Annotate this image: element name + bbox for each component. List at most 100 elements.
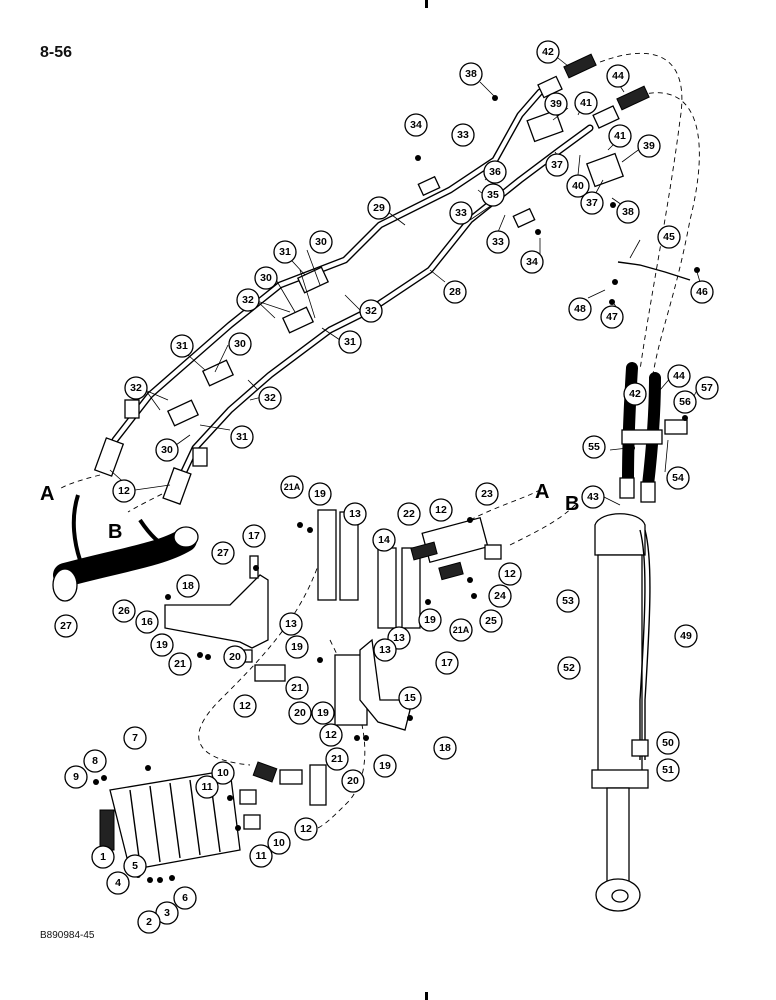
callout-37-right: 37 [580,191,604,215]
svg-text:9: 9 [73,771,79,783]
svg-text:21A: 21A [453,625,470,635]
svg-text:39: 39 [550,98,562,110]
callout-6: 6 [173,886,197,910]
callout-12-manifold: 12 [429,498,453,522]
top-tick [425,0,428,8]
callout-33-top: 33 [451,123,475,147]
svg-text:45: 45 [663,231,675,243]
svg-text:29: 29 [373,202,385,214]
svg-text:4: 4 [115,877,121,889]
svg-text:7: 7 [132,732,138,744]
svg-text:1: 1 [100,851,106,863]
svg-text:19: 19 [379,760,391,772]
callout-21-left: 21 [168,652,192,676]
callout-7: 7 [123,726,147,750]
callout-36: 36 [483,160,507,184]
suction-hose-26 [52,494,199,602]
callout-20-left: 20 [223,645,247,669]
svg-text:23: 23 [481,488,493,500]
callout-15: 15 [398,686,422,710]
callout-55: 55 [582,435,606,459]
svg-text:30: 30 [260,272,272,284]
callout-12-tubes: 12 [112,479,136,503]
callout-13-top: 13 [343,502,367,526]
svg-text:26: 26 [118,605,130,617]
cylinder-hoses [619,362,688,503]
svg-text:19: 19 [291,641,303,653]
svg-text:8: 8 [92,755,98,767]
callout-48: 48 [568,297,592,321]
callout-37-left: 37 [545,153,569,177]
figure-id: B890984-45 [40,930,95,941]
svg-text:19: 19 [317,707,329,719]
svg-text:33: 33 [492,236,504,248]
svg-text:17: 17 [441,657,453,669]
callout-5: 5 [123,854,147,878]
svg-text:32: 32 [242,294,254,306]
svg-text:30: 30 [234,338,246,350]
connection-letter-b-left: B [108,521,122,543]
svg-text:27: 27 [60,620,72,632]
svg-text:55: 55 [588,441,600,453]
svg-text:31: 31 [176,340,188,352]
svg-text:25: 25 [485,615,497,627]
callout-2: 2 [137,910,161,934]
callout-32-top: 32 [236,288,260,312]
svg-text:10: 10 [273,837,285,849]
callout-14: 14 [372,528,396,552]
svg-text:12: 12 [435,504,447,516]
connection-letter-a-left: A [40,483,54,505]
svg-text:11: 11 [255,850,266,862]
callout-18-bottom: 18 [433,736,457,760]
callout-12-bracket15: 12 [319,723,343,747]
callout-11-low: 11 [249,844,273,868]
svg-text:19: 19 [156,639,168,651]
callout-31-mid: 31 [338,330,362,354]
callout-42-cyl: 42 [623,382,647,406]
svg-text:13: 13 [379,644,391,656]
callout-21-mid: 21 [285,676,309,700]
svg-text:32: 32 [130,382,142,394]
svg-text:34: 34 [410,119,422,131]
callout-11-top: 11 [195,775,219,799]
callout-22: 22 [397,502,421,526]
svg-text:12: 12 [504,568,516,580]
callout-16: 16 [135,610,159,634]
callout-20-mid: 20 [288,701,312,725]
callout-30-low: 30 [155,438,179,462]
svg-text:32: 32 [264,392,276,404]
svg-text:52: 52 [563,662,575,674]
svg-text:48: 48 [574,303,586,315]
svg-text:50: 50 [662,737,674,749]
callout-31-low: 31 [230,425,254,449]
svg-text:57: 57 [701,382,713,394]
callout-13-mid: 13 [279,612,303,636]
callout-27-right: 27 [211,541,235,565]
svg-text:40: 40 [572,180,584,192]
svg-text:20: 20 [294,707,306,719]
callout-20-low: 20 [341,769,365,793]
svg-text:13: 13 [349,508,361,520]
callout-4: 4 [106,871,130,895]
tube-end-fittings [93,53,650,505]
svg-text:15: 15 [404,692,416,704]
svg-text:17: 17 [248,530,260,542]
callout-33-mid: 33 [449,201,473,225]
callout-27-left: 27 [54,614,78,638]
svg-text:12: 12 [300,823,312,835]
callout-25: 25 [479,609,503,633]
svg-text:21: 21 [174,658,186,670]
callout-34-top: 34 [404,113,428,137]
callout-30-mid: 30 [254,266,278,290]
callout-19-low: 19 [311,701,335,725]
callout-13-low: 13 [373,638,397,662]
svg-text:31: 31 [344,336,356,348]
callout-34-low: 34 [520,250,544,274]
callout-38-right: 38 [616,200,640,224]
callout-40: 40 [566,174,590,198]
svg-text:22: 22 [403,508,415,520]
svg-text:3: 3 [164,907,170,919]
callout-29: 29 [367,196,391,220]
callout-42-top: 42 [536,40,560,64]
callout-39-right: 39 [637,134,661,158]
